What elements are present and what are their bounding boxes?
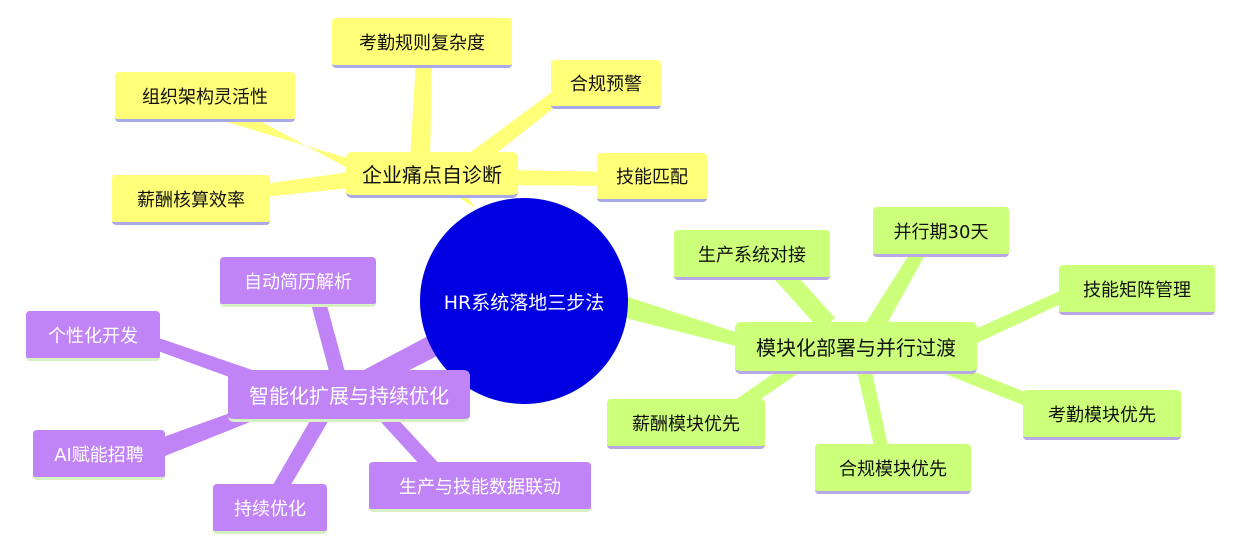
node-continuous-optimization-label: 持续优化 [234, 498, 306, 520]
connector-pain-skill [505, 170, 610, 186]
node-payroll-efficiency[interactable]: 薪酬核算效率 [112, 175, 270, 225]
connector-pain-compliance [460, 86, 570, 170]
node-payroll-efficiency-label: 薪酬核算效率 [137, 189, 245, 211]
connector-pain-org [220, 105, 370, 180]
node-custom-development-label: 个性化开发 [48, 325, 138, 347]
node-skill-matrix-label: 技能矩阵管理 [1083, 279, 1191, 301]
node-compliance-alert[interactable]: 合规预警 [551, 60, 661, 109]
node-data-linkage[interactable]: 生产与技能数据联动 [369, 462, 591, 512]
branch-modular-deployment-label: 模块化部署与并行过渡 [756, 336, 956, 360]
node-payroll-first-label: 薪酬模块优先 [632, 413, 740, 435]
node-compliance-first-label: 合规模块优先 [839, 458, 947, 480]
center-topic-label: HR系统落地三步法 [443, 291, 605, 314]
node-custom-development[interactable]: 个性化开发 [26, 311, 160, 361]
connector-pain-attendance [410, 60, 432, 163]
connector-modular-skill [960, 290, 1065, 350]
branch-pain-diagnosis-label: 企业痛点自诊断 [362, 163, 502, 187]
node-attendance-first-label: 考勤模块优先 [1048, 404, 1156, 426]
branch-intelligent-expansion[interactable]: 智能化扩展与持续优化 [228, 370, 470, 422]
node-production-integration-label: 生产系统对接 [698, 244, 806, 266]
node-compliance-first[interactable]: 合规模块优先 [815, 444, 971, 494]
connector-modular-compliance [855, 362, 890, 455]
node-attendance-complexity[interactable]: 考勤规则复杂度 [332, 18, 512, 68]
node-org-flexibility[interactable]: 组织架构灵活性 [115, 72, 295, 122]
connector-modular-parallel [860, 250, 925, 340]
node-continuous-optimization[interactable]: 持续优化 [213, 484, 327, 534]
node-compliance-alert-label: 合规预警 [570, 74, 642, 95]
node-resume-parsing[interactable]: 自动简历解析 [220, 257, 376, 307]
node-resume-parsing-label: 自动简历解析 [244, 271, 352, 293]
node-ai-recruiting-label: AI赋能招聘 [54, 444, 144, 466]
connector-modular-payroll [735, 362, 800, 410]
connector-modular-production [775, 268, 835, 330]
node-production-integration[interactable]: 生产系统对接 [674, 230, 830, 280]
node-ai-recruiting[interactable]: AI赋能招聘 [33, 430, 165, 480]
branch-modular-deployment[interactable]: 模块化部署与并行过渡 [735, 322, 977, 374]
node-attendance-first[interactable]: 考勤模块优先 [1023, 390, 1181, 440]
node-payroll-first[interactable]: 薪酬模块优先 [607, 399, 765, 449]
node-parallel-30-days-label: 并行期30天 [893, 221, 989, 243]
node-skill-match-label: 技能匹配 [616, 167, 688, 188]
branch-intelligent-expansion-label: 智能化扩展与持续优化 [249, 384, 449, 408]
node-data-linkage-label: 生产与技能数据联动 [399, 476, 561, 498]
node-org-flexibility-label: 组织架构灵活性 [142, 86, 268, 108]
connector-center-modular [625, 296, 760, 352]
center-topic-hr-three-steps[interactable]: HR系统落地三步法 [420, 198, 628, 404]
connector-intel-continuous [270, 412, 330, 495]
connector-intel-resume [310, 298, 345, 375]
node-skill-matrix[interactable]: 技能矩阵管理 [1059, 265, 1215, 315]
node-skill-match[interactable]: 技能匹配 [597, 153, 707, 202]
node-attendance-complexity-label: 考勤规则复杂度 [359, 32, 485, 54]
node-parallel-30-days[interactable]: 并行期30天 [873, 207, 1009, 257]
branch-pain-diagnosis[interactable]: 企业痛点自诊断 [346, 152, 518, 198]
